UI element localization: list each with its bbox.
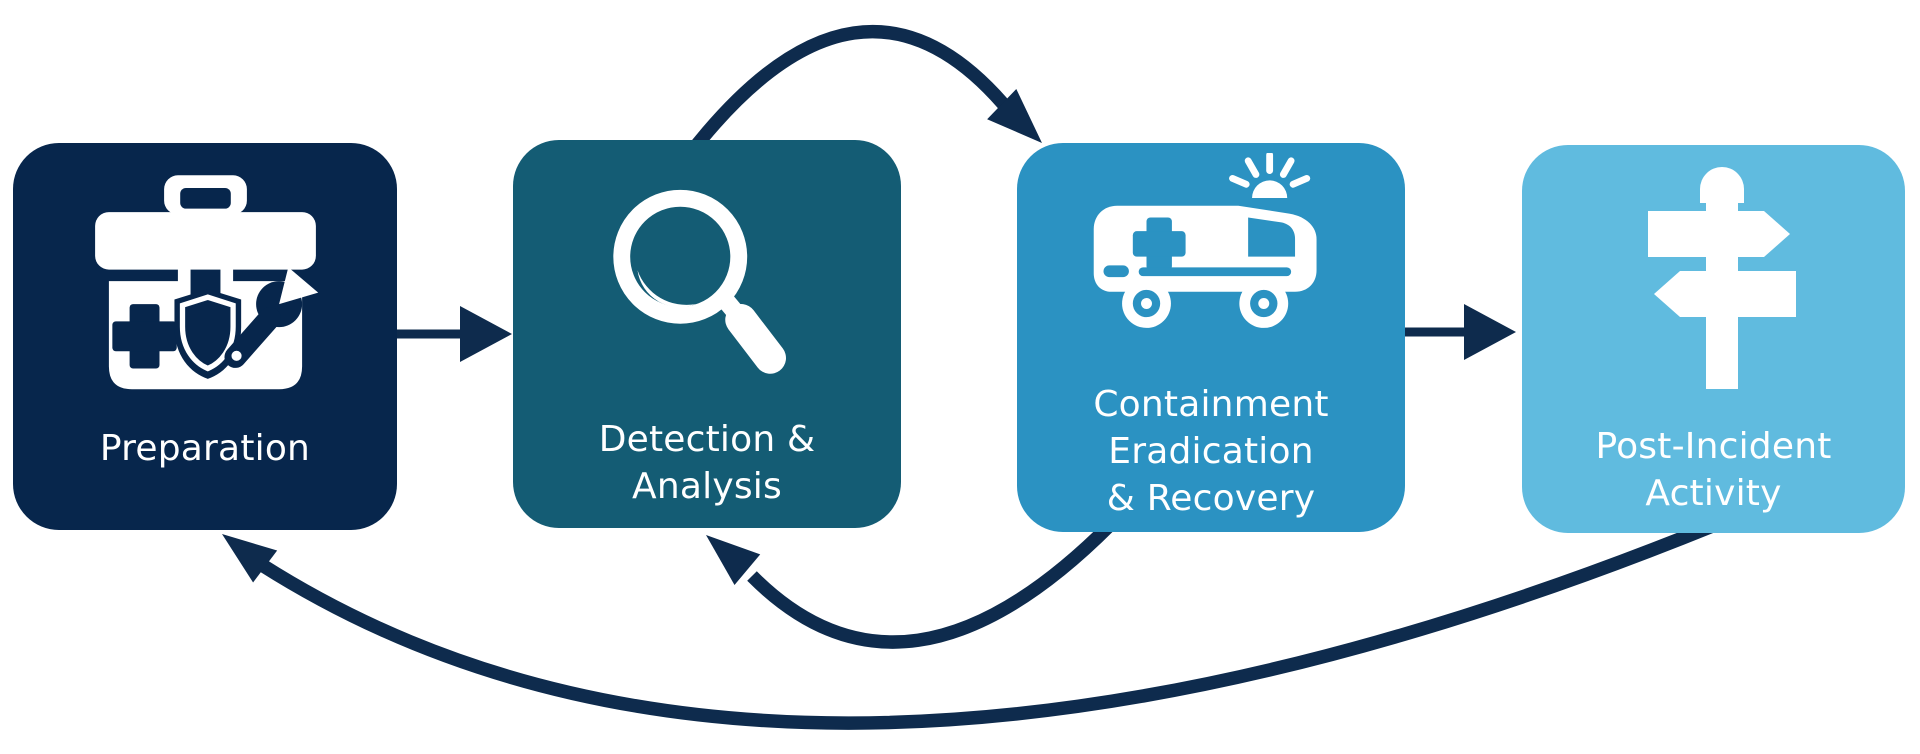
- toolbox-first-aid-icon: [95, 175, 319, 390]
- arrow-containment-to-postincident: [1403, 304, 1516, 360]
- shield-icon: [174, 289, 242, 379]
- step-label-line: Preparation: [99, 428, 311, 469]
- step-label-line: Detection &: [598, 419, 816, 460]
- step-label-line: & Recovery: [1106, 478, 1316, 519]
- step-box-containment-eradication-recovery: Containment Eradication & Recovery: [1017, 143, 1405, 532]
- wrench-icon: [224, 267, 319, 368]
- siren-rays: [1229, 153, 1311, 188]
- step-label-line: Analysis: [632, 466, 782, 507]
- wheel-rear: [1122, 279, 1171, 328]
- step-label-line: Eradication: [1108, 431, 1314, 472]
- toolbox-lid: [95, 212, 316, 270]
- sign-arrow-right: [1648, 211, 1790, 257]
- side-stripe: [1138, 267, 1292, 277]
- step-box-detection-analysis: Detection & Analysis: [513, 140, 901, 528]
- step-label-detection-analysis: Detection & Analysis: [513, 416, 901, 510]
- wheel-front: [1239, 279, 1289, 328]
- magnifier-lens: [613, 189, 748, 324]
- siren-light: [1252, 180, 1288, 198]
- signpost-top: [1700, 167, 1744, 203]
- arrow-containment-to-detection-bottom-arc: [706, 520, 1115, 649]
- step-box-post-incident-activity: Post-Incident Activity: [1522, 145, 1905, 533]
- step-label-line: Containment: [1093, 384, 1329, 425]
- signpost-icon: [1648, 167, 1796, 389]
- side-dash: [1103, 265, 1129, 278]
- step-label-line: Activity: [1645, 473, 1782, 514]
- step-label-line: Post-Incident: [1595, 426, 1832, 467]
- medical-cross-icon: [112, 304, 177, 369]
- arrow-preparation-to-detection: [397, 306, 512, 362]
- step-label-preparation: Preparation: [13, 425, 397, 472]
- step-box-preparation: Preparation: [13, 143, 397, 530]
- arrow-postincident-to-preparation-bottom-arc: [222, 518, 1718, 730]
- sign-arrow-left: [1654, 271, 1796, 317]
- windshield: [1248, 217, 1296, 257]
- medical-cross-icon: [1132, 217, 1186, 271]
- step-label-post-incident-activity: Post-Incident Activity: [1522, 423, 1905, 517]
- ambulance-icon: [1093, 153, 1317, 328]
- magnifying-glass-icon: [613, 189, 786, 374]
- magnifier-handle: [725, 304, 786, 374]
- step-label-containment-eradication-recovery: Containment Eradication & Recovery: [1017, 381, 1405, 522]
